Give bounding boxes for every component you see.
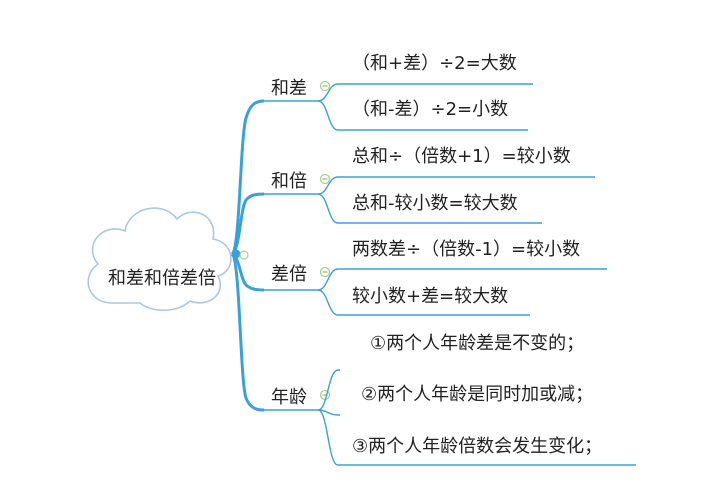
trunk-connector xyxy=(230,192,265,256)
leaf-connector xyxy=(317,83,533,102)
leaf-connector xyxy=(317,176,595,195)
branch-label-nianling[interactable]: 年龄 xyxy=(271,387,307,408)
leaf-connector xyxy=(317,409,340,416)
branch-label-hecha[interactable]: 和差 xyxy=(271,78,307,99)
leaf-label[interactable]: （和+差）÷2=大数 xyxy=(352,53,517,74)
branch-label-chabei[interactable]: 差倍 xyxy=(271,264,307,285)
root-cloud[interactable] xyxy=(87,207,232,312)
trunk-connector xyxy=(230,99,265,256)
root-collapse-dot[interactable] xyxy=(231,249,241,259)
leaf-label[interactable]: 两数差÷（倍数-1）=较小数 xyxy=(352,239,581,260)
trunk-connector xyxy=(231,252,265,292)
leaf-label[interactable]: 总和÷（倍数+1）=较小数 xyxy=(352,146,571,167)
leaf-label[interactable]: 总和-较小数=较大数 xyxy=(352,193,518,214)
leaf-label[interactable]: ①两个人年龄差是不变的； xyxy=(370,333,585,354)
branch-label-hebei[interactable]: 和倍 xyxy=(271,171,307,192)
leaf-connector xyxy=(317,409,636,466)
leaf-connector xyxy=(317,289,530,316)
leaf-label[interactable]: ③两个人年龄倍数会发生变化； xyxy=(352,436,603,457)
root-node-label[interactable]: 和差和倍差倍 xyxy=(108,268,216,289)
trunk-connector xyxy=(230,252,265,412)
leaf-connector xyxy=(317,369,340,411)
leaf-connector xyxy=(317,268,607,291)
leaf-label[interactable]: （和-差）÷2=小数 xyxy=(352,99,509,120)
leaf-label[interactable]: 较小数+差=较大数 xyxy=(352,286,509,307)
root-collapse-dot-inner xyxy=(239,250,249,260)
leaf-connector xyxy=(317,100,528,131)
leaf-connector xyxy=(317,193,542,224)
leaf-label[interactable]: ②两个人年龄是同时加或减； xyxy=(361,384,594,405)
